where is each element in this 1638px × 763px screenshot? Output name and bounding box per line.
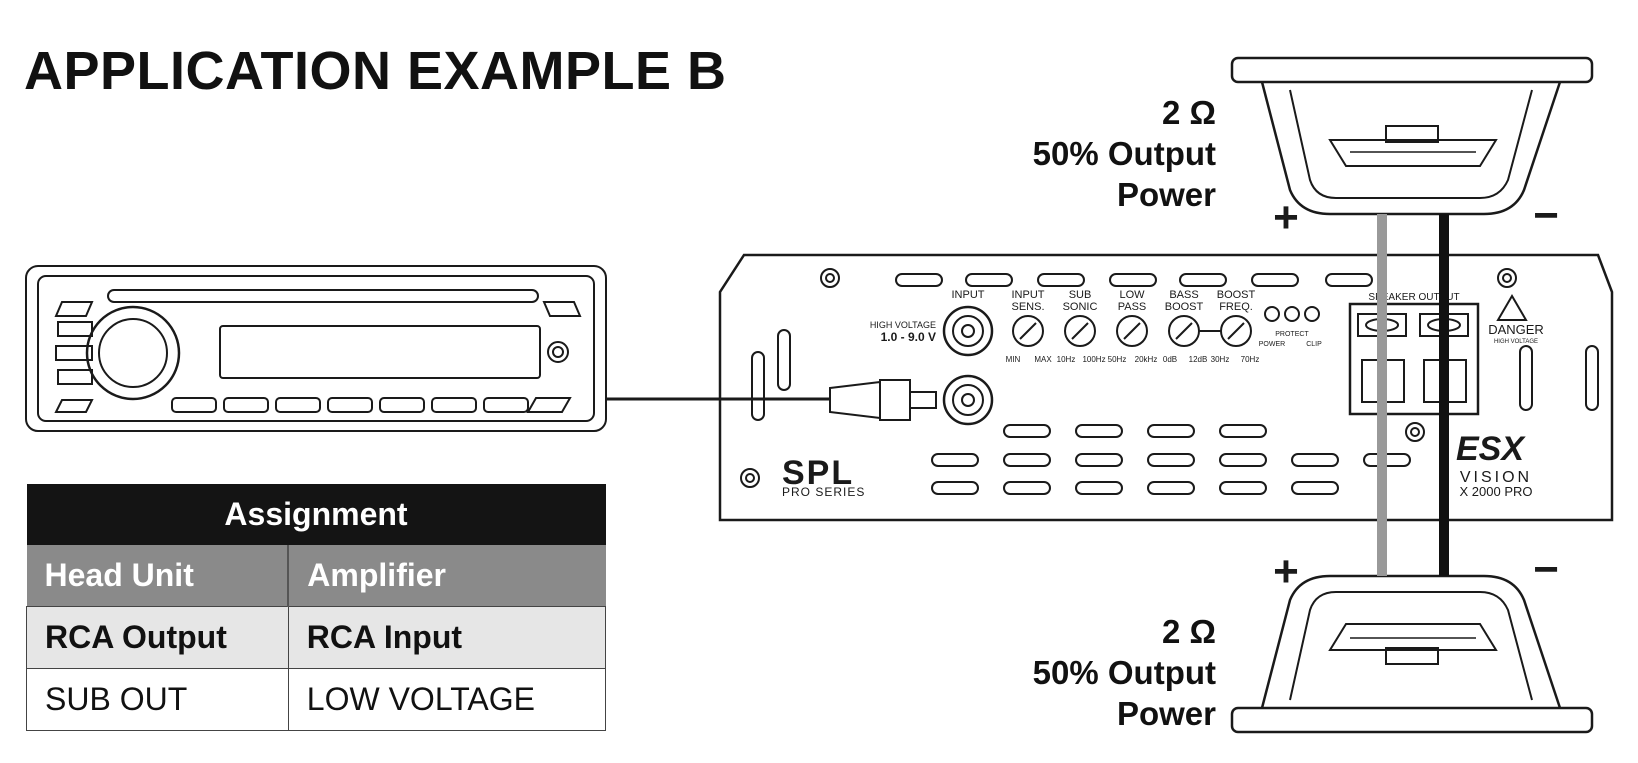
danger-sub-label: HIGH VOLTAGE — [1494, 339, 1538, 345]
top-plus-sign: + — [1273, 193, 1299, 242]
bottom-speaker-power-line1: 50% Output — [1032, 654, 1216, 691]
table-cell: RCA Output — [26, 606, 289, 669]
page-title: APPLICATION EXAMPLE B — [24, 41, 727, 101]
control-label-input: INPUT — [952, 289, 985, 301]
control-label-bass-boost-2: BOOST — [1165, 301, 1204, 313]
speaker-output-label: SPEAKER OUTPUT — [1368, 292, 1459, 303]
control-label-input-sens-1: INPUT — [1012, 289, 1045, 301]
range-0db: 0dB — [1163, 355, 1177, 364]
bottom-speaker-power-line2: Power — [1116, 695, 1216, 732]
range-min: MIN — [1006, 355, 1021, 364]
top-speaker-power-line2: Power — [1116, 176, 1216, 213]
table-cell: LOW VOLTAGE — [287, 668, 607, 731]
control-label-low-pass-1: LOW — [1119, 289, 1145, 301]
top-speaker-ohm: 2 Ω — [1162, 94, 1216, 131]
led-clip-label: CLIP — [1306, 341, 1322, 348]
bottom-subwoofer — [1230, 574, 1594, 734]
esx-logo: ESX — [1456, 430, 1526, 468]
range-70hz: 70Hz — [1241, 355, 1260, 364]
led-power-label: POWER — [1259, 341, 1285, 348]
top-speaker-impedance-label: 2 Ω 50% Output Power — [916, 92, 1216, 215]
polarity-marks: + − + − — [1273, 191, 1559, 596]
assignment-header: Assignment — [26, 484, 606, 545]
table-row: RCA Output RCA Input — [26, 606, 607, 669]
range-max: MAX — [1034, 355, 1052, 364]
top-subwoofer — [1230, 56, 1594, 216]
control-label-input-sens-2: SENS. — [1011, 301, 1044, 313]
spl-logo: SPL — [782, 454, 854, 492]
range-12db: 12dB — [1189, 355, 1208, 364]
range-50hz: 50Hz — [1108, 355, 1127, 364]
top-minus-sign: − — [1533, 191, 1559, 240]
head-unit — [25, 265, 607, 432]
range-20khz: 20kHz — [1135, 355, 1158, 364]
amplifier-labels: HIGH VOLTAGE 1.0 - 9.0 V INPUT INPUT SEN… — [782, 289, 1544, 499]
bottom-plus-sign: + — [1273, 547, 1299, 596]
bottom-speaker-impedance-label: 2 Ω 50% Output Power — [916, 611, 1216, 734]
control-label-boost-freq-2: FREQ. — [1219, 301, 1253, 313]
table-row: SUB OUT LOW VOLTAGE — [26, 668, 607, 731]
rca-cable — [606, 379, 937, 421]
top-speaker-power-line1: 50% Output — [1032, 135, 1216, 172]
control-label-low-pass-2: PASS — [1118, 301, 1147, 313]
table-cell: SUB OUT — [26, 668, 289, 731]
assignment-table: Assignment Head Unit Amplifier RCA Outpu… — [26, 484, 607, 731]
column-head-unit: Head Unit — [26, 545, 290, 607]
table-cell: RCA Input — [287, 606, 607, 669]
bottom-minus-sign: − — [1533, 545, 1559, 594]
speaker-wires — [1377, 214, 1449, 576]
control-label-bass-boost-1: BASS — [1169, 289, 1198, 301]
range-30hz: 30Hz — [1211, 355, 1230, 364]
range-10hz: 10Hz — [1057, 355, 1076, 364]
control-label-sub-sonic-2: SONIC — [1063, 301, 1098, 313]
model-label: X 2000 PRO — [1460, 484, 1533, 499]
high-voltage-label: HIGH VOLTAGE — [870, 320, 936, 330]
pro-series-label: PRO SERIES — [782, 485, 865, 499]
voltage-range-label: 1.0 - 9.0 V — [881, 330, 936, 344]
bottom-speaker-ohm: 2 Ω — [1162, 613, 1216, 650]
column-amplifier: Amplifier — [288, 545, 606, 607]
led-protect-label: PROTECT — [1275, 331, 1309, 338]
danger-label: DANGER — [1488, 322, 1544, 337]
control-label-sub-sonic-1: SUB — [1069, 289, 1092, 301]
vision-label: VISION — [1460, 469, 1532, 486]
control-label-boost-freq-1: BOOST — [1217, 289, 1256, 301]
range-100hz: 100Hz — [1082, 355, 1105, 364]
